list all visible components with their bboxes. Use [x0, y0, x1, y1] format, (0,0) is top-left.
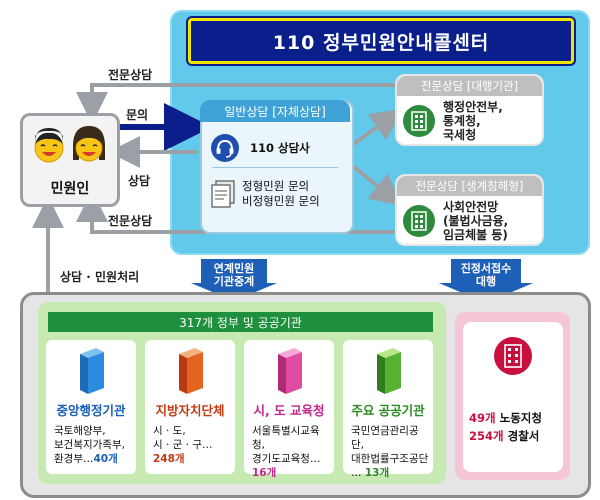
general-divider: [212, 167, 338, 168]
expert-agency-line: 행정안전부,: [443, 100, 503, 114]
call-center-title: 110 정부민원안내콜센터: [188, 18, 574, 64]
agency-card-line: 시 · 군 · 구…: [153, 439, 213, 451]
top-expert-label: 전문상담: [108, 68, 153, 82]
agency-card-line: 서울특별시교육청,: [252, 425, 320, 451]
onsite-label: 진정서접수 대행: [450, 262, 522, 288]
citizen-label: 민원인: [50, 181, 90, 197]
agencies-count-bar: 317개 정부 및 공공기관: [48, 312, 433, 332]
consult-label: 상담: [128, 174, 151, 188]
agency-card-line: 국토해양부,: [54, 425, 106, 437]
expert-agency-text: 행정안전부, 통계청, 국세청: [443, 100, 503, 142]
police-line: 254개 경찰서: [469, 428, 539, 444]
agent-row: 110 상담사: [210, 132, 340, 164]
bottom-expert-label: 전문상담: [108, 214, 153, 228]
agency-card-line: 보건복지가족부,: [54, 439, 125, 451]
labor-office-line: 49개 노동지청: [469, 410, 542, 426]
inquiry-types: 정형민원 문의 비정형민원 문의: [242, 179, 320, 209]
expert-life-box: 전문상담 [생계침해형] 사회안전망 (불법사금융, 임금체불 등): [395, 174, 544, 246]
agency-card-desc: 국토해양부, 보건복지가족부, 환경부…40개: [54, 424, 132, 466]
red-building-icon: [494, 337, 532, 375]
police-text: 경찰서: [507, 429, 540, 443]
onsite-label-line: 진정서접수: [460, 262, 512, 275]
building-icon: [403, 205, 435, 237]
documents-icon: [211, 180, 235, 208]
agency-card-desc: 서울특별시교육청, 경기도교육청… 16개: [252, 424, 330, 480]
expert-agency-header: 전문상담 [대행기관]: [397, 76, 542, 96]
inquiry-type: 비정형민원 문의: [242, 194, 320, 208]
onsite-label-line: 대행: [475, 275, 497, 288]
agency-card-line: 국민연금관리공단,: [351, 425, 419, 451]
labor-office-text: 노동지청: [499, 411, 542, 425]
agency-card-line: 시 · 도,: [153, 425, 186, 437]
expert-agency-line: 통계청,: [443, 114, 481, 128]
link-label-line: 기관중계: [213, 275, 255, 288]
agency-card-line: …: [351, 467, 362, 479]
link-label: 연계민원 기관중계: [200, 262, 268, 288]
inquiry-label: 문의: [126, 108, 149, 122]
agency-card-public: 주요 공공기관 국민연금관리공단, 대한법률구조공단 … 13개: [343, 340, 433, 479]
process-label: 상담 · 민원처리: [60, 270, 140, 284]
agency-card-title: 주요 공공기관: [351, 403, 425, 418]
agency-card-desc: 시 · 도, 시 · 군 · 구… 248개: [153, 424, 231, 466]
arrow-top-expert: [76, 83, 400, 124]
agency-card-count: 13개: [364, 467, 390, 479]
agency-card-local: 지방자치단체 시 · 도, 시 · 군 · 구… 248개: [145, 340, 235, 474]
expert-life-text: 사회안전망 (불법사금융, 임금체불 등): [443, 200, 508, 242]
inquiry-type: 정형민원 문의: [242, 179, 310, 193]
citizen-box: 민원인: [20, 113, 120, 207]
blue-building-icon: [80, 348, 104, 394]
inquiry-types-row: 정형민원 문의 비정형민원 문의: [210, 170, 346, 218]
expert-life-line: 임금체불 등): [443, 228, 508, 242]
agency-card-education: 시, 도 교육청 서울특별시교육청, 경기도교육청… 16개: [244, 340, 334, 479]
expert-life-line: 사회안전망: [443, 200, 499, 214]
police-count: 254개: [469, 429, 504, 443]
agency-card-title: 중앙행정기관: [56, 403, 126, 418]
expert-agency-line: 국세청: [443, 128, 477, 142]
labor-office-count: 49개: [469, 411, 496, 425]
agency-card-line: 환경부…: [54, 453, 94, 465]
headset-icon: [211, 134, 239, 162]
green-building-icon: [377, 348, 401, 394]
agency-card-title: 시, 도 교육청: [253, 403, 325, 418]
expert-agency-box: 전문상담 [대행기관] 행정안전부, 통계청, 국세청: [395, 74, 544, 146]
orange-building-icon: [179, 348, 203, 394]
expert-agency-body: 행정안전부, 통계청, 국세청: [397, 96, 542, 146]
agency-card-central: 중앙행정기관 국토해양부, 보건복지가족부, 환경부…40개: [46, 340, 136, 474]
expert-life-header: 전문상담 [생계침해형]: [397, 176, 542, 196]
citizen-face-icon-2: [73, 126, 105, 162]
onsite-card: 49개 노동지청 254개 경찰서: [463, 322, 563, 472]
expert-life-body: 사회안전망 (불법사금융, 임금체불 등): [397, 196, 542, 246]
link-label-line: 연계민원: [213, 262, 255, 275]
agency-card-line: 경기도교육청…: [252, 453, 321, 465]
building-icon: [403, 105, 435, 137]
agency-card-desc: 국민연금관리공단, 대한법률구조공단 … 13개: [351, 424, 429, 480]
citizen-face-icon: [34, 128, 64, 163]
agency-card-line: 대한법률구조공단: [351, 453, 429, 465]
agent-label: 110 상담사: [250, 140, 310, 155]
general-consult-header: 일반상담 [자체상담]: [200, 100, 350, 122]
agency-card-count: 16개: [252, 467, 277, 479]
agency-card-count: 248개: [153, 453, 185, 465]
pink-building-icon: [278, 348, 302, 394]
agency-card-title: 지방자치단체: [155, 403, 225, 418]
agency-card-count: 40개: [93, 453, 118, 465]
expert-life-line: (불법사금융,: [443, 214, 509, 228]
